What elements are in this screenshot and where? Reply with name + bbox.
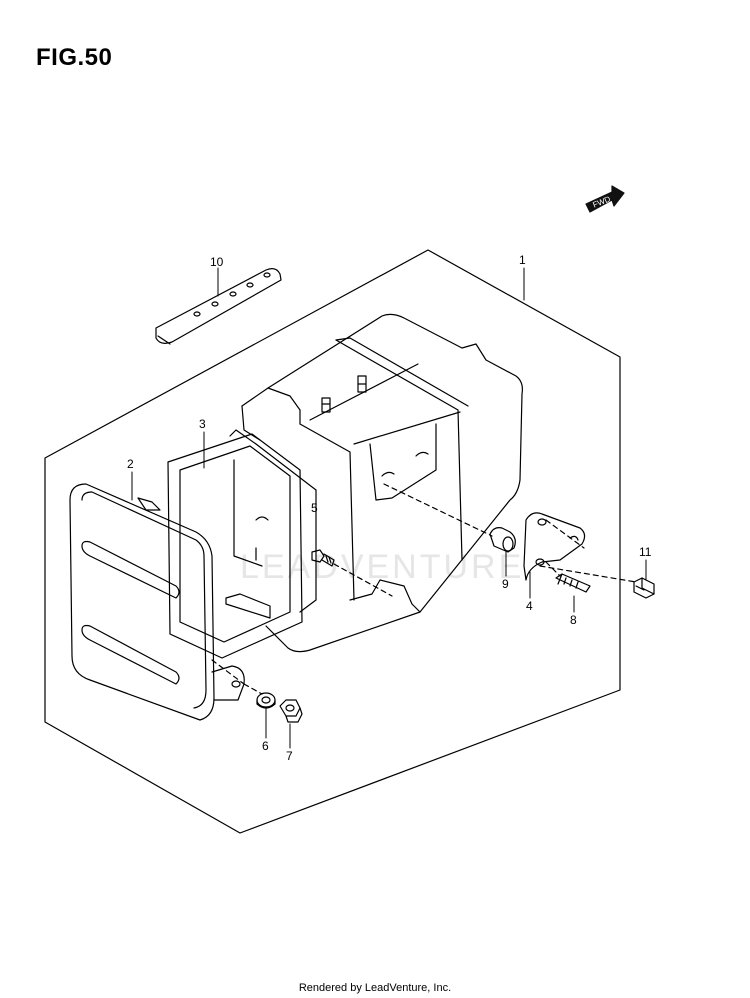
part-11-screw	[633, 577, 655, 599]
part-6-washer	[256, 692, 276, 709]
callout-labels: 1 2 3 4 5 6 7 8 9 10 11	[127, 253, 652, 763]
leader-lines	[131, 267, 647, 749]
part-2-lens	[69, 483, 245, 721]
fwd-arrow-icon: FWD	[585, 185, 625, 213]
footer-credit: Rendered by LeadVenture, Inc.	[298, 982, 452, 994]
part-3-gasket	[167, 429, 317, 659]
callout-6: 6	[262, 739, 269, 753]
callout-9: 9	[502, 577, 509, 591]
callout-2: 2	[127, 457, 134, 471]
part-7-nut	[279, 699, 303, 723]
part-10-bracket	[155, 268, 282, 345]
part-8-bolt	[555, 573, 591, 593]
callout-1: 1	[519, 253, 526, 267]
part-9-grommet	[489, 527, 516, 553]
fwd-label: FWD	[591, 194, 611, 209]
part-1-housing	[241, 313, 523, 653]
callout-5: 5	[311, 501, 318, 515]
assembly-guide-lines	[211, 483, 637, 695]
part-4-plate	[523, 512, 586, 581]
part-5-screw	[311, 549, 335, 567]
figure-title: FIG.50	[36, 44, 113, 71]
callout-7: 7	[286, 749, 293, 763]
callout-10: 10	[210, 255, 224, 269]
callout-4: 4	[526, 599, 533, 613]
assembly-frame	[44, 249, 621, 834]
callout-8: 8	[570, 613, 577, 627]
callout-11: 11	[639, 545, 652, 559]
callout-3: 3	[199, 417, 206, 431]
